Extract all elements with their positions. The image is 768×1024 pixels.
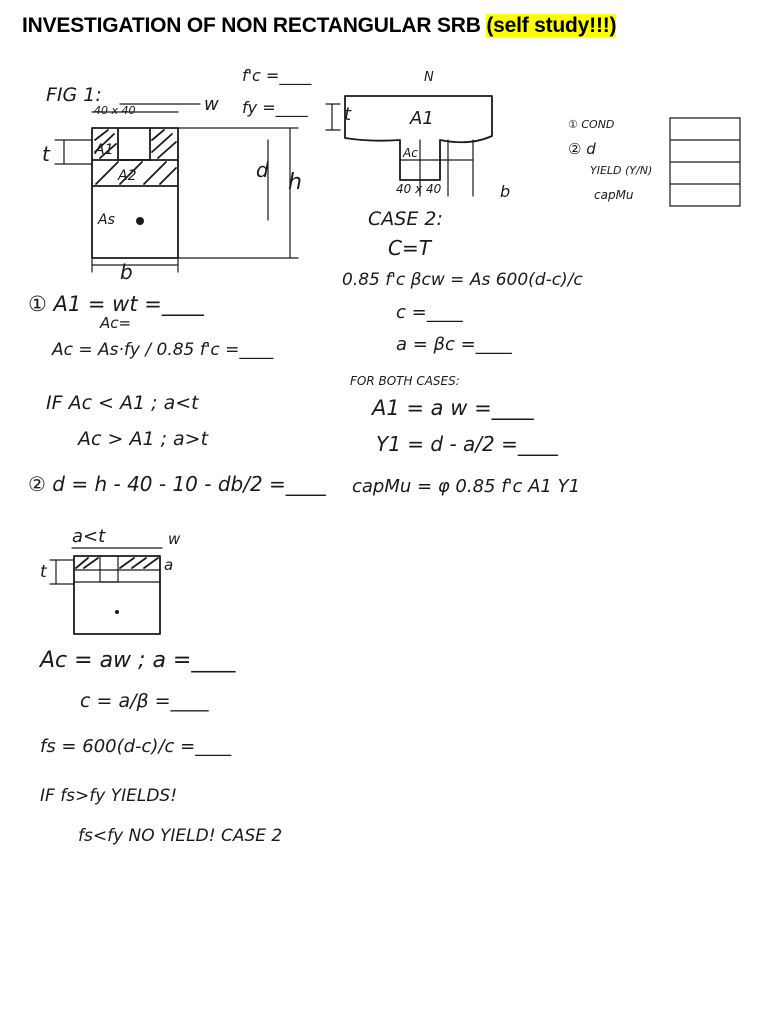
both-capmu: capMu = φ 0.85 f'c A1 Y1 (352, 476, 581, 497)
right-n-label: N (424, 70, 434, 85)
both-cases-heading: FOR BOTH CASES: (350, 374, 460, 388)
title-highlight: (self study!!!) (486, 14, 617, 37)
case1-c-eq: c = a/β =____ (80, 690, 209, 712)
case1-t-label: t (40, 562, 47, 582)
checklist-item-4: capMu (594, 188, 634, 202)
fig1-t-label: t (42, 142, 50, 166)
fig1-w-label: w (204, 94, 219, 115)
page-title: INVESTIGATION OF NON RECTANGULAR SRB (se… (22, 14, 617, 38)
case1-fs-eq: fs = 600(d-c)/c =____ (40, 736, 232, 757)
right-b-label: b (500, 182, 511, 201)
right-dim-bottom: 40 x 40 (396, 182, 442, 196)
condition-2: Ac > A1 ; a>t (78, 428, 209, 450)
fig1-d-label: d (256, 158, 269, 182)
fig1-beam-outline (91, 127, 179, 259)
step1-line2: Ac = As·fy / 0.85 f'c =____ (52, 340, 274, 360)
case1-a-label: a (164, 556, 174, 574)
fy-line: fy =____ (242, 98, 308, 117)
case1-w-label: w (168, 530, 181, 548)
ac-overwrite: Ac= (100, 314, 132, 332)
case1-hatch (75, 557, 159, 569)
right-t-label: t (344, 104, 352, 125)
fig1-section (54, 103, 299, 273)
fig1-a1-label: A1 (95, 142, 114, 158)
checklist-table (669, 117, 741, 207)
right-section (325, 95, 493, 197)
case2-c: c =____ (396, 302, 463, 323)
case1-ac-eq: Ac = aw ; a =____ (40, 648, 236, 673)
case2-ct: C=T (388, 236, 431, 260)
case2-equation: 0.85 f'c βcw = As 600(d-c)/c (342, 270, 583, 290)
right-ac-label: Ac (403, 146, 418, 160)
fig1-b-label: b (120, 260, 133, 284)
both-y1: Y1 = d - a/2 =____ (376, 432, 558, 456)
case2-heading: CASE 2: (368, 208, 443, 230)
both-a1: A1 = a w =____ (372, 396, 534, 420)
right-a1-label: A1 (410, 108, 434, 129)
fig1-dim-top: 40 x 40 (94, 104, 136, 117)
case1-no-yield: fs<fy NO YIELD! CASE 2 (78, 826, 283, 846)
case1-beam-outline (73, 555, 161, 635)
fig1-hatch (94, 129, 177, 185)
fc-line: f'c =____ (242, 66, 312, 85)
step2-line: ② d = h - 40 - 10 - db/2 =____ (28, 472, 326, 496)
checklist-item-3: YIELD (Y/N) (590, 164, 653, 177)
checklist-item-2: ② d (568, 140, 596, 158)
fig1-a2-label: A2 (118, 168, 137, 184)
checklist-item-1: ① COND (568, 118, 615, 131)
case1-heading: a<t (72, 526, 106, 547)
case1-section (49, 547, 163, 635)
fig1-as-label: As (98, 212, 115, 228)
fig1-label: FIG 1: (46, 84, 102, 106)
fig1-rebar-icon (136, 217, 144, 225)
condition-1: IF Ac < A1 ; a<t (46, 392, 199, 414)
fig1-h-label: h (288, 170, 302, 195)
case2-a: a = βc =____ (396, 334, 512, 355)
right-section-outline (344, 95, 493, 181)
step1-line1: ① A1 = wt =____ (28, 292, 204, 316)
title-main: INVESTIGATION OF NON RECTANGULAR SRB (22, 14, 481, 37)
case1-yields: IF fs>fy YIELDS! (40, 786, 178, 806)
